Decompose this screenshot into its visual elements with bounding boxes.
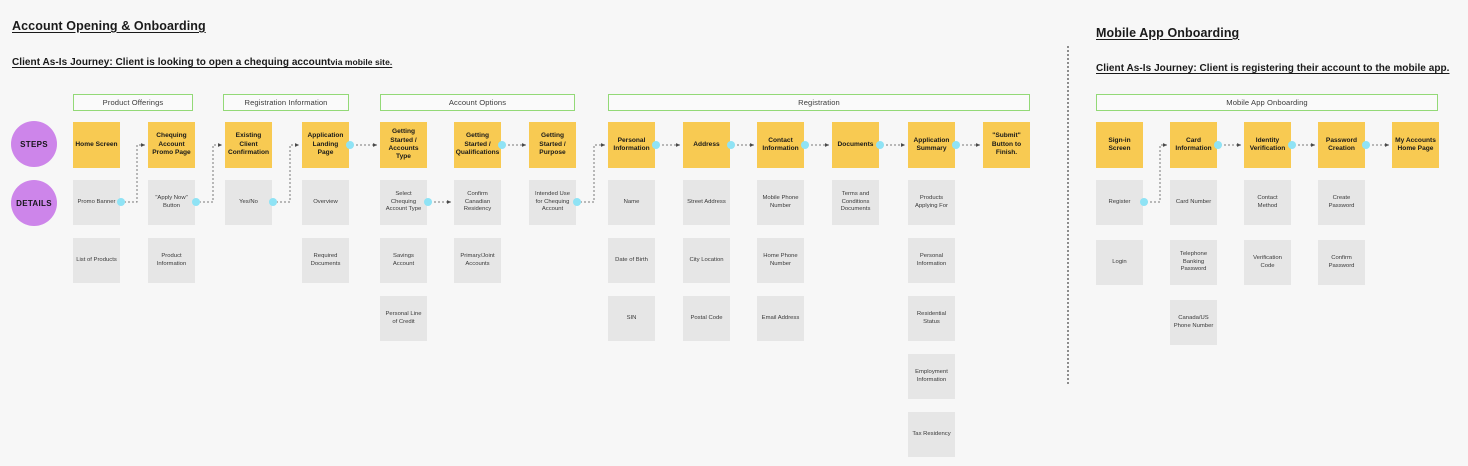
detail-box-name[interactable]: Name	[608, 180, 655, 225]
right-subtitle-main: Client As-Is Journey: Client is register…	[1096, 63, 1450, 74]
detail-box-city-location[interactable]: City Location	[683, 238, 730, 283]
connector-dot	[1214, 141, 1222, 149]
detail-box-contact-method[interactable]: Contact Method	[1244, 180, 1291, 225]
detail-box-primary-joint-accounts[interactable]: Primary/Joint Accounts	[454, 238, 501, 283]
detail-box-terms-and-conditions-documents[interactable]: Terms and Conditions Documents	[832, 180, 879, 225]
detail-box-card-number[interactable]: Card Number	[1170, 180, 1217, 225]
connector-dot	[952, 141, 960, 149]
detail-box-mobile-phone-number[interactable]: Mobile Phone Number	[757, 180, 804, 225]
left-subtitle-main: Client As-Is Journey: Client is looking …	[12, 57, 331, 68]
step-box-getting-started-purpose[interactable]: Getting Started / Purpose	[529, 122, 576, 168]
step-box-documents[interactable]: Documents	[832, 122, 879, 168]
connector-dot	[117, 198, 125, 206]
connector-dot	[652, 141, 660, 149]
detail-box-confirm-canadian-residency[interactable]: Confirm Canadian Residency	[454, 180, 501, 225]
detail-box-tax-residency[interactable]: Tax Residency	[908, 412, 955, 457]
detail-box-list-of-products[interactable]: List of Products	[73, 238, 120, 283]
phase-header-registration-information: Registration Information	[223, 94, 349, 111]
phase-header-registration: Registration	[608, 94, 1030, 111]
left-subtitle-tail: via mobile site.	[330, 57, 393, 67]
step-box-submit-button-to-finish[interactable]: "Submit" Button to Finish.	[983, 122, 1030, 168]
connector-dot	[727, 141, 735, 149]
detail-box-date-of-birth[interactable]: Date of Birth	[608, 238, 655, 283]
right-section-subtitle: Client As-Is Journey: Client is register…	[1096, 63, 1449, 74]
phase-header-mobile-app-onboarding: Mobile App Onboarding	[1096, 94, 1438, 111]
detail-box-confirm-password[interactable]: Confirm Password	[1318, 240, 1365, 285]
detail-box-select-chequing-account-type[interactable]: Select Chequing Account Type	[380, 180, 427, 225]
step-box-card-information[interactable]: Card Information	[1170, 122, 1217, 168]
detail-box-register[interactable]: Register	[1096, 180, 1143, 225]
step-box-home-screen[interactable]: Home Screen	[73, 122, 120, 168]
connector-dot	[876, 141, 884, 149]
step-box-existing-client-confirmation[interactable]: Existing Client Confirmation	[225, 122, 272, 168]
connector-dot	[801, 141, 809, 149]
phase-header-account-options: Account Options	[380, 94, 575, 111]
detail-box-yes-no[interactable]: Yes/No	[225, 180, 272, 225]
connector-dot	[346, 141, 354, 149]
step-box-identity-verification[interactable]: Identity Verification	[1244, 122, 1291, 168]
connector-dot	[424, 198, 432, 206]
step-box-contact-information[interactable]: Contact Information	[757, 122, 804, 168]
lane-badge-steps: STEPS	[11, 121, 57, 167]
detail-box-personal-information[interactable]: Personal Information	[908, 238, 955, 283]
step-box-application-landing-page[interactable]: Application Landing Page	[302, 122, 349, 168]
detail-box-savings-account[interactable]: Savings Account	[380, 238, 427, 283]
step-box-my-accounts-home-page[interactable]: My Accounts Home Page	[1392, 122, 1439, 168]
step-box-getting-started-accounts-type[interactable]: Getting Started / Accounts Type	[380, 122, 427, 168]
detail-box-apply-now-button[interactable]: "Apply Now" Button	[148, 180, 195, 225]
step-box-sign-in-screen[interactable]: Sign-in Screen	[1096, 122, 1143, 168]
detail-box-personal-line-of-credit[interactable]: Personal Line of Credit	[380, 296, 427, 341]
connector-dot	[573, 198, 581, 206]
connector-dot	[1362, 141, 1370, 149]
step-box-chequing-account-promo-page[interactable]: Chequing Account Promo Page	[148, 122, 195, 168]
step-box-address[interactable]: Address	[683, 122, 730, 168]
connector-dot	[192, 198, 200, 206]
detail-box-products-applying-for[interactable]: Products Applying For	[908, 180, 955, 225]
detail-box-employment-information[interactable]: Employment Information	[908, 354, 955, 399]
detail-box-residential-status[interactable]: Residential Status	[908, 296, 955, 341]
right-section-title: Mobile App Onboarding	[1096, 26, 1240, 40]
step-box-application-summary[interactable]: Application Summary	[908, 122, 955, 168]
detail-box-email-address[interactable]: Email Address	[757, 296, 804, 341]
detail-box-sin[interactable]: SIN	[608, 296, 655, 341]
detail-box-promo-banner[interactable]: Promo Banner	[73, 180, 120, 225]
left-section-title: Account Opening & Onboarding	[12, 19, 206, 33]
detail-box-street-address[interactable]: Street Address	[683, 180, 730, 225]
step-box-getting-started-qualifications[interactable]: Getting Started / Qualifications	[454, 122, 501, 168]
connector-dot	[1140, 198, 1148, 206]
detail-box-verification-code[interactable]: Verification Code	[1244, 240, 1291, 285]
left-section-subtitle: Client As-Is Journey: Client is looking …	[12, 57, 392, 68]
detail-box-overview[interactable]: Overview	[302, 180, 349, 225]
detail-box-login[interactable]: Login	[1096, 240, 1143, 285]
detail-box-canada-us-phone-number[interactable]: Canada/US Phone Number	[1170, 300, 1217, 345]
connector-dot	[498, 141, 506, 149]
detail-box-telephone-banking-password[interactable]: Telephone Banking Password	[1170, 240, 1217, 285]
detail-box-postal-code[interactable]: Postal Code	[683, 296, 730, 341]
detail-box-product-information[interactable]: Product Information	[148, 238, 195, 283]
connector-dot	[269, 198, 277, 206]
phase-header-product-offerings: Product Offerings	[73, 94, 193, 111]
detail-box-required-documents[interactable]: Required Documents	[302, 238, 349, 283]
step-box-personal-information[interactable]: Personal Information	[608, 122, 655, 168]
connector-dot	[1288, 141, 1296, 149]
step-box-password-creation[interactable]: Password Creation	[1318, 122, 1365, 168]
detail-box-create-password[interactable]: Create Password	[1318, 180, 1365, 225]
lane-badge-details: DETAILS	[11, 180, 57, 226]
section-divider	[1067, 46, 1069, 384]
detail-box-home-phone-number[interactable]: Home Phone Number	[757, 238, 804, 283]
detail-box-intended-use-for-chequing-account[interactable]: Intended Use for Chequing Account	[529, 180, 576, 225]
